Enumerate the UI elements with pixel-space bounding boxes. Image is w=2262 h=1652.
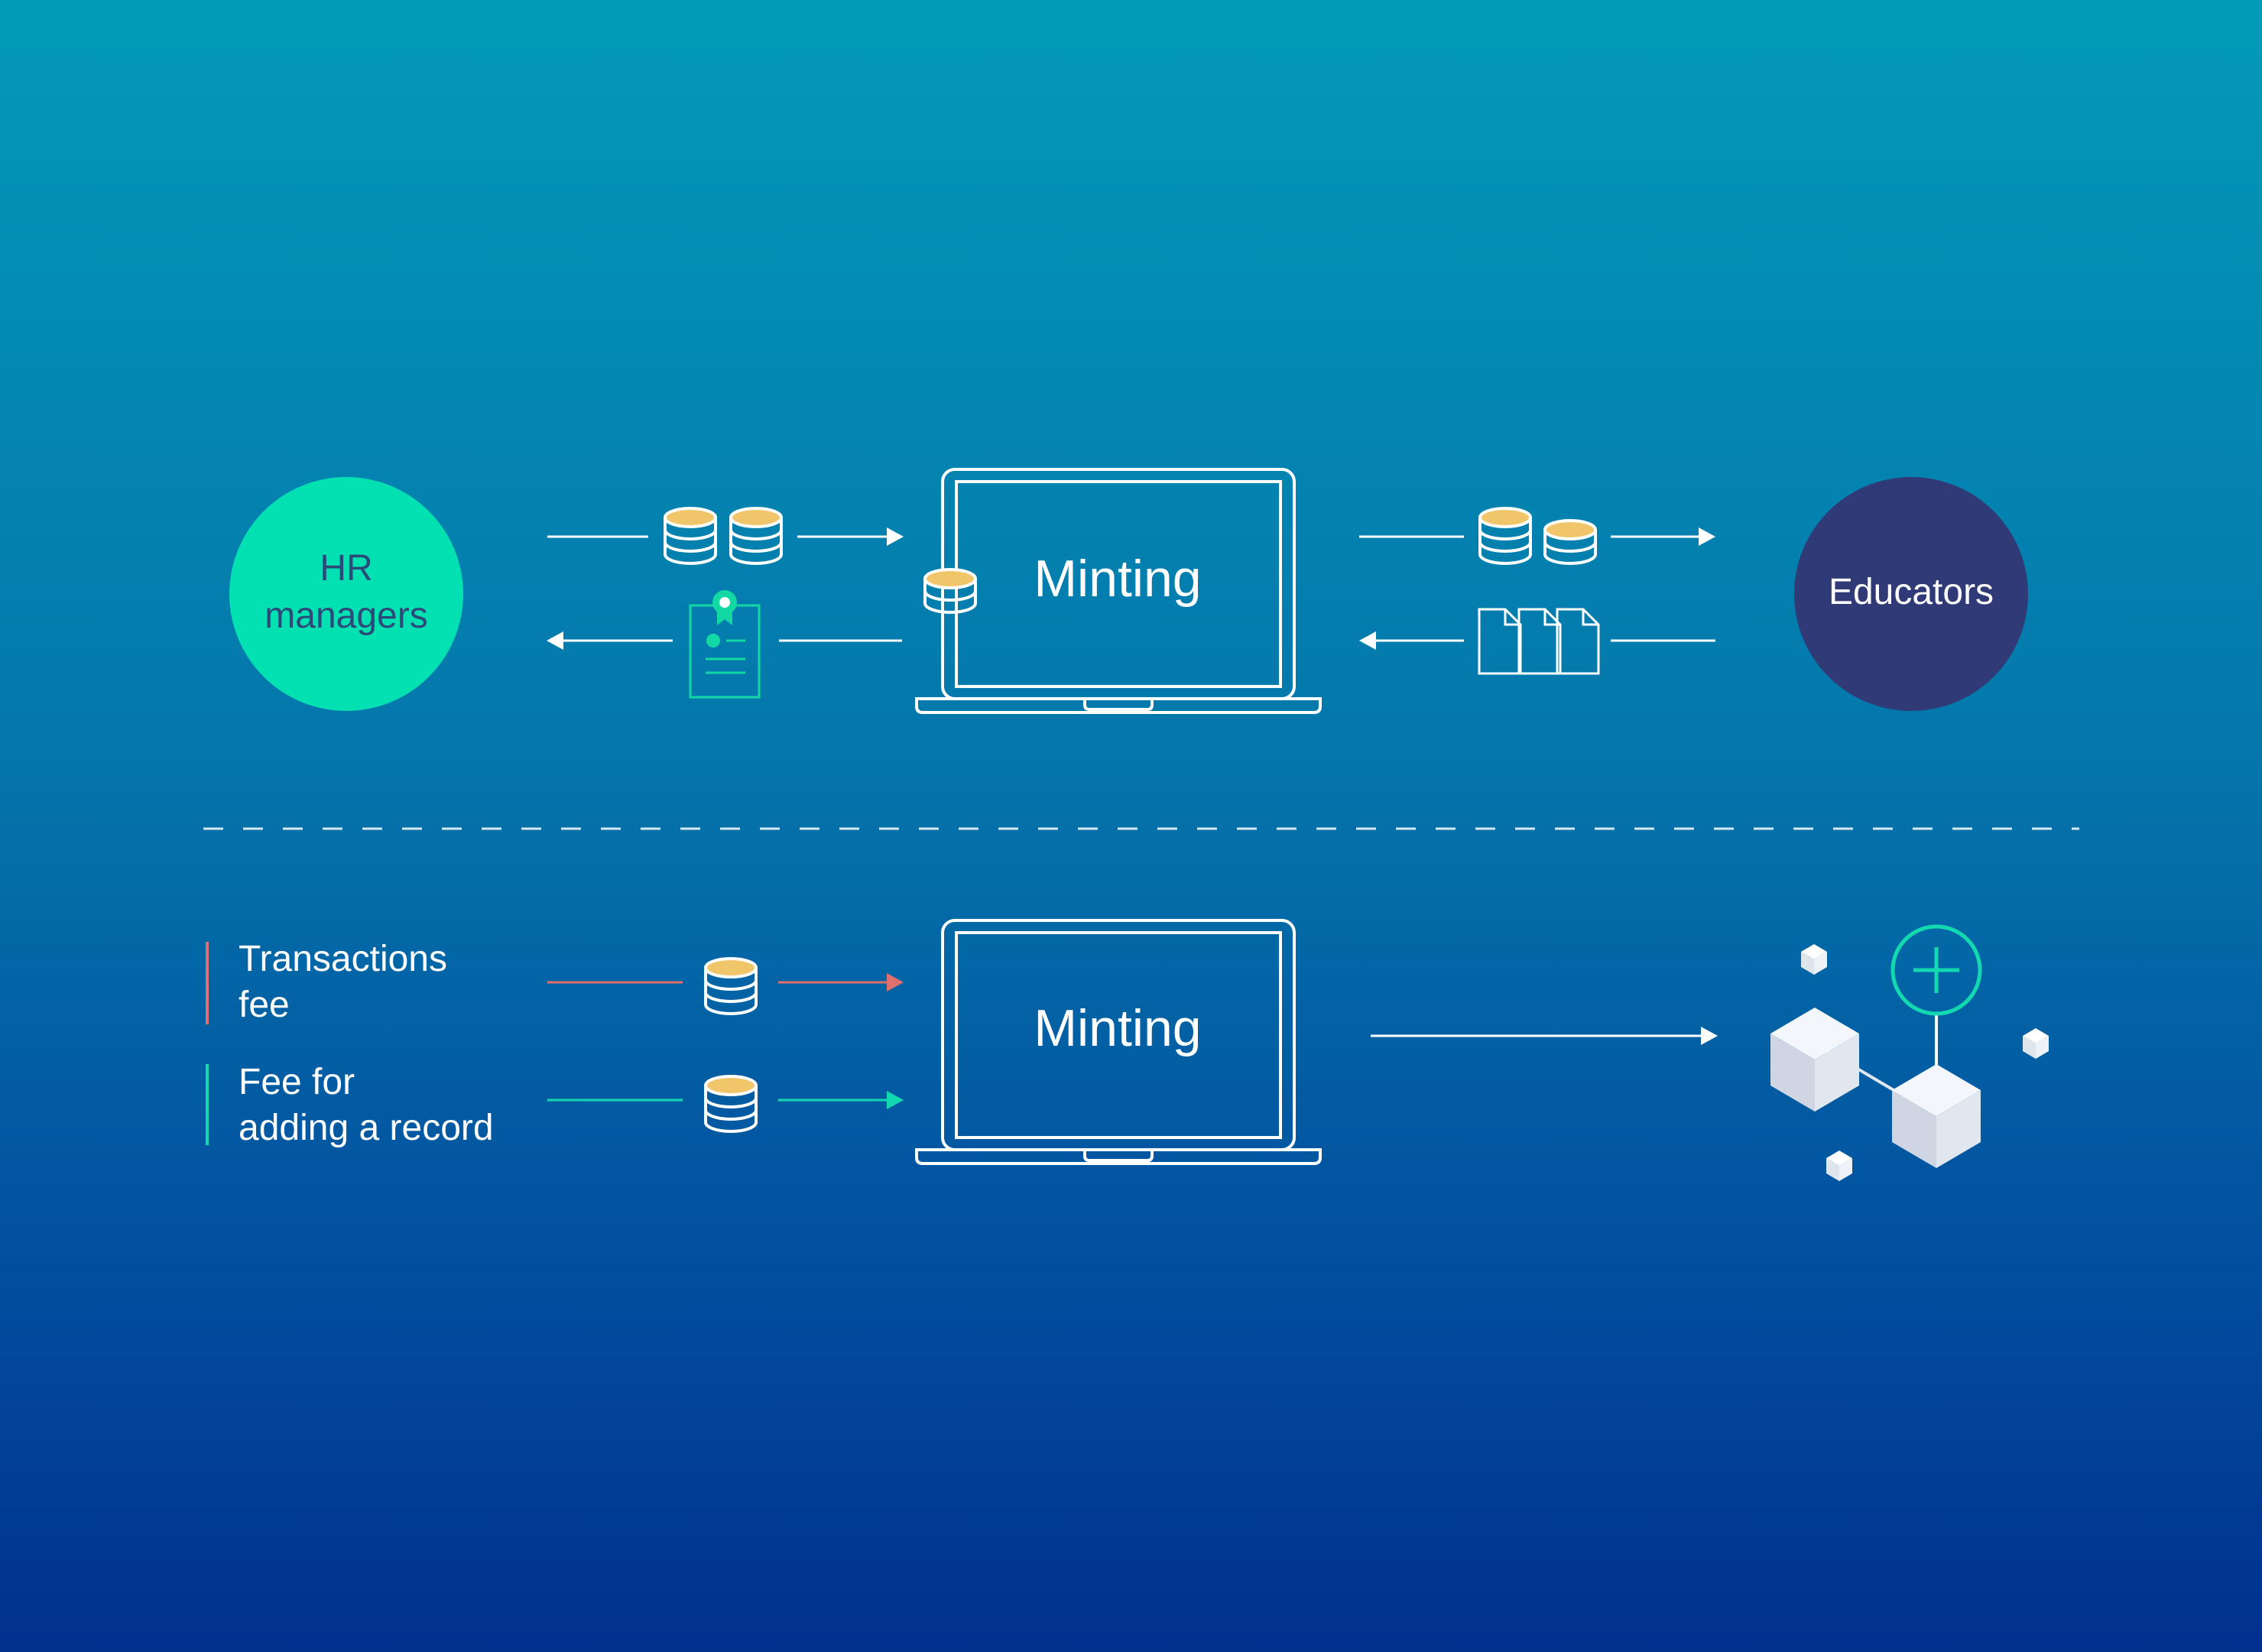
minting-to-educators-arrow xyxy=(1359,527,1715,546)
educators-label: Educators xyxy=(1828,571,1994,612)
documents-icon xyxy=(1478,608,1600,675)
certificate-icon xyxy=(689,590,761,699)
educators-to-minting-arrow xyxy=(1359,631,1715,650)
minting-label-bottom: Minting xyxy=(1034,999,1202,1057)
transactions-fee-label: Transactions fee xyxy=(239,939,447,1025)
transactions-fee-arrow xyxy=(547,973,904,992)
plus-circle-icon xyxy=(1890,924,1982,1016)
minting-to-hr-arrow xyxy=(547,631,902,650)
educators-node xyxy=(1794,477,2028,711)
coin-stack-icon xyxy=(1478,507,1597,565)
blockchain-cubes-icon xyxy=(1770,944,2049,1181)
hr-managers-label: HR managers xyxy=(264,547,428,636)
coin-stack-icon xyxy=(664,507,783,565)
coin-icon xyxy=(704,1075,758,1133)
minting-to-blockchain-arrow xyxy=(1371,1027,1718,1045)
record-fee-arrow xyxy=(547,1091,904,1109)
record-fee-label: Fee for adding a record xyxy=(239,1062,494,1148)
minting-label-top: Minting xyxy=(1034,550,1202,608)
coin-icon xyxy=(704,957,758,1015)
hr-managers-node xyxy=(229,477,463,711)
hr-to-minting-arrow xyxy=(547,527,904,546)
